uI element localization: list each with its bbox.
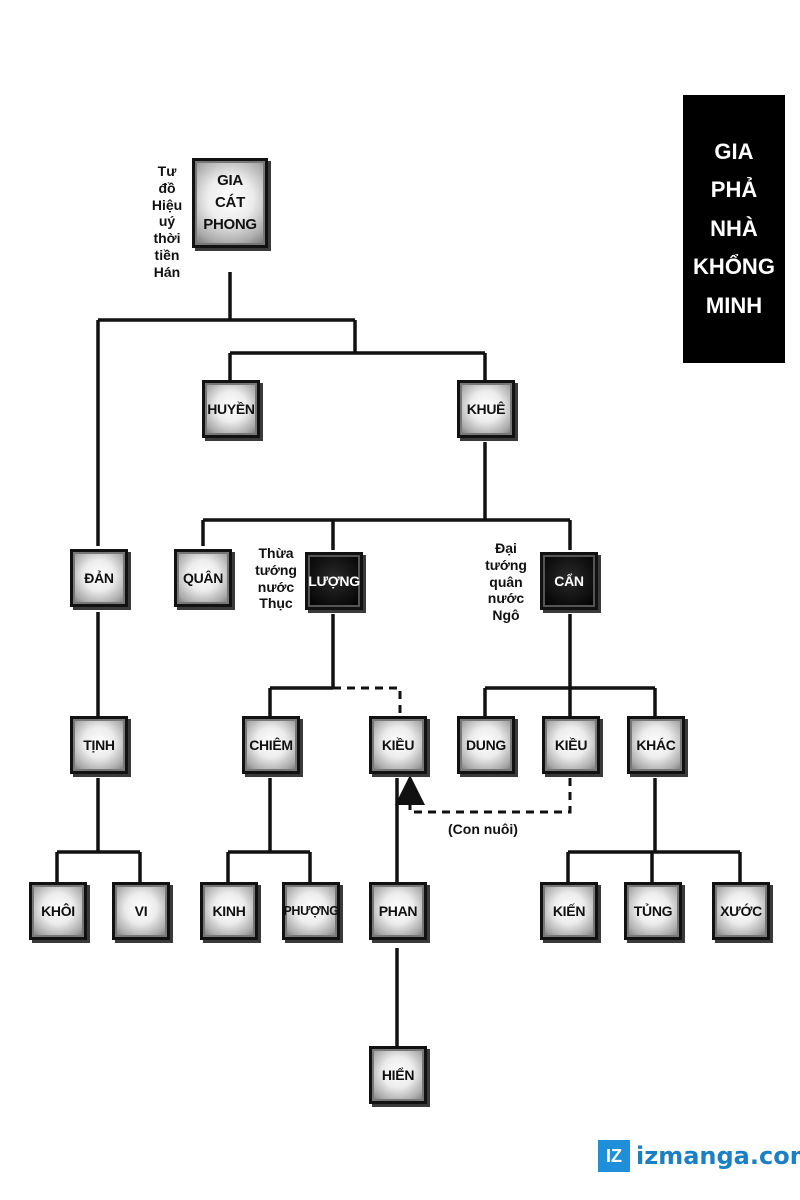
izmanga-logo-icon: IZ <box>598 1140 630 1172</box>
node-chiem: CHIÊM <box>242 716 300 774</box>
node-can: CẨN <box>540 552 598 610</box>
watermark-text: izmanga.com <box>636 1142 800 1170</box>
node-vi: VI <box>112 882 170 940</box>
dashed-line-luong-kieu <box>333 686 402 716</box>
node-tung: TỦNG <box>624 882 682 940</box>
node-xuoc: XƯỚC <box>712 882 770 940</box>
node-huyen: HUYỀN <box>202 380 260 438</box>
node-kieu-1: KIỀU <box>369 716 427 774</box>
node-kien: KIẾN <box>540 882 598 940</box>
watermark: IZ izmanga.com <box>598 1140 800 1172</box>
node-dung: DUNG <box>457 716 515 774</box>
dashed-line-adoption <box>395 775 572 814</box>
node-phan: PHAN <box>369 882 427 940</box>
note-luong: Thừa tướng nước Thục <box>255 545 297 612</box>
node-khoi: KHÔI <box>29 882 87 940</box>
note-can: Đại tướng quân nước Ngô <box>485 540 527 624</box>
node-kinh: KINH <box>200 882 258 940</box>
node-khac: KHÁC <box>627 716 685 774</box>
node-phuong: PHƯỢNG <box>282 882 340 940</box>
adopted-label: (Con nuôi) <box>448 821 518 837</box>
node-quan: QUÂN <box>174 549 232 607</box>
node-luong: LƯỢNG <box>305 552 363 610</box>
node-khue: KHUÊ <box>457 380 515 438</box>
note-gia-cat-phong: Tư đồ Hiệu uý thời tiền Hán <box>151 163 183 280</box>
node-kieu-2: KIỀU <box>542 716 600 774</box>
node-hien: HIỂN <box>369 1046 427 1104</box>
diagram-title: GIA PHẢ NHÀ KHỔNG MINH <box>683 95 785 363</box>
node-gia-cat-phong: GIA CÁT PHONG <box>192 158 268 248</box>
node-dan: ĐẢN <box>70 549 128 607</box>
node-tinh: TỊNH <box>70 716 128 774</box>
